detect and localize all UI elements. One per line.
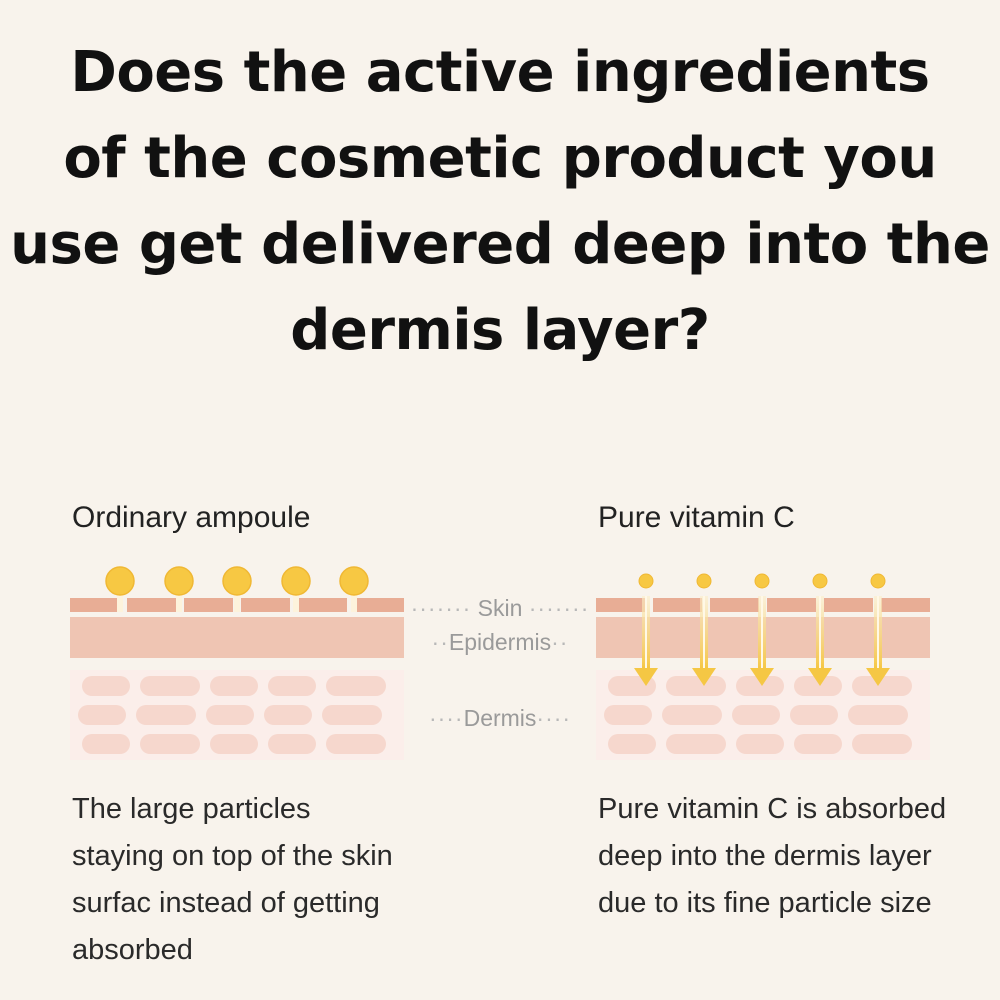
dermis-label-text: Dermis — [463, 705, 537, 731]
dermis-cell — [140, 734, 200, 754]
fine-particle — [754, 573, 770, 589]
dermis-cell — [848, 705, 908, 725]
skin-surface-brick — [653, 598, 702, 612]
headline-line: use get delivered deep into the — [10, 212, 990, 277]
dermis-cell — [326, 734, 386, 754]
description-line: staying on top of the skin — [72, 840, 393, 872]
dermis-cell — [604, 705, 652, 725]
description-line: due to its fine particle size — [598, 887, 932, 919]
dermis-cell — [206, 705, 254, 725]
headline: Does the active ingredients of the cosme… — [0, 30, 1000, 374]
dermis-cell — [736, 676, 784, 696]
skin-surface-brick — [127, 598, 176, 612]
skin-surface-brick — [298, 598, 347, 612]
absorption-arrow-head — [808, 668, 832, 686]
dermis-cell — [666, 676, 726, 696]
ordinary-ampoule-diagram — [70, 566, 404, 760]
large-particle — [281, 566, 311, 596]
right-panel-description: Pure vitamin C is absorbed deep into the… — [598, 786, 946, 927]
left-panel-description: The large particles staying on top of th… — [72, 786, 393, 974]
epidermis-layer-label: ··Epidermis·· — [431, 629, 569, 655]
dermis-cell — [140, 676, 200, 696]
skin-layer-label: ······· Skin ······· — [410, 595, 590, 621]
dermis-cell — [794, 734, 842, 754]
dermis-cell — [78, 705, 126, 725]
dermis-cell — [136, 705, 196, 725]
dermis-cell — [322, 705, 382, 725]
skin-surface-brick — [184, 598, 233, 612]
dermis-cell — [82, 734, 130, 754]
description-line: deep into the dermis layer — [598, 840, 932, 872]
absorption-arrow-head — [750, 668, 774, 686]
skin-surface-brick — [824, 598, 873, 612]
skin-surface-brick — [241, 598, 290, 612]
skin-label-text: Skin — [477, 595, 523, 621]
skin-surface-brick — [710, 598, 759, 612]
dermis-cell — [268, 734, 316, 754]
dermis-cell — [264, 705, 312, 725]
fine-particle — [870, 573, 886, 589]
left-panel-title: Ordinary ampoule — [72, 501, 311, 534]
dermis-cell — [852, 676, 912, 696]
headline-line: of the cosmetic product you — [63, 126, 937, 191]
dermis-cell — [666, 734, 726, 754]
fine-particle — [638, 573, 654, 589]
description-line: The large particles — [72, 793, 311, 825]
dermis-cell — [732, 705, 780, 725]
skin-surface-brick — [596, 598, 645, 612]
fine-particle — [812, 573, 828, 589]
dermis-cell — [790, 705, 838, 725]
skin-surface-brick — [881, 598, 930, 612]
skin-surface-brick — [767, 598, 816, 612]
dermis-cell — [852, 734, 912, 754]
dermis-cell — [210, 734, 258, 754]
dermis-cell — [82, 676, 130, 696]
fine-particle — [696, 573, 712, 589]
skin-surface-brick — [355, 598, 404, 612]
dermis-cell — [210, 676, 258, 696]
large-particle — [164, 566, 194, 596]
dermis-layer-label: ····Dermis···· — [428, 705, 572, 731]
large-particle — [222, 566, 252, 596]
dermis-cell — [794, 676, 842, 696]
description-line: absorbed — [72, 934, 193, 966]
skin-surface-brick — [70, 598, 119, 612]
headline-line: dermis layer? — [290, 298, 710, 363]
large-particle — [105, 566, 135, 596]
dermis-cell — [326, 676, 386, 696]
large-particle — [339, 566, 369, 596]
dermis-cell — [662, 705, 722, 725]
absorption-arrow-head — [634, 668, 658, 686]
right-panel-title: Pure vitamin C — [598, 501, 795, 534]
dermis-cell — [608, 734, 656, 754]
vitamin-c-diagram — [596, 573, 930, 760]
absorption-arrow-head — [692, 668, 716, 686]
epidermis-layer — [70, 617, 404, 658]
epidermis-label-text: Epidermis — [448, 629, 552, 655]
description-line: surfac instead of getting — [72, 887, 380, 919]
description-line: Pure vitamin C is absorbed — [598, 793, 947, 825]
dermis-cell — [736, 734, 784, 754]
headline-line: Does the active ingredients — [70, 40, 930, 105]
absorption-arrow-head — [866, 668, 890, 686]
dermis-cell — [268, 676, 316, 696]
